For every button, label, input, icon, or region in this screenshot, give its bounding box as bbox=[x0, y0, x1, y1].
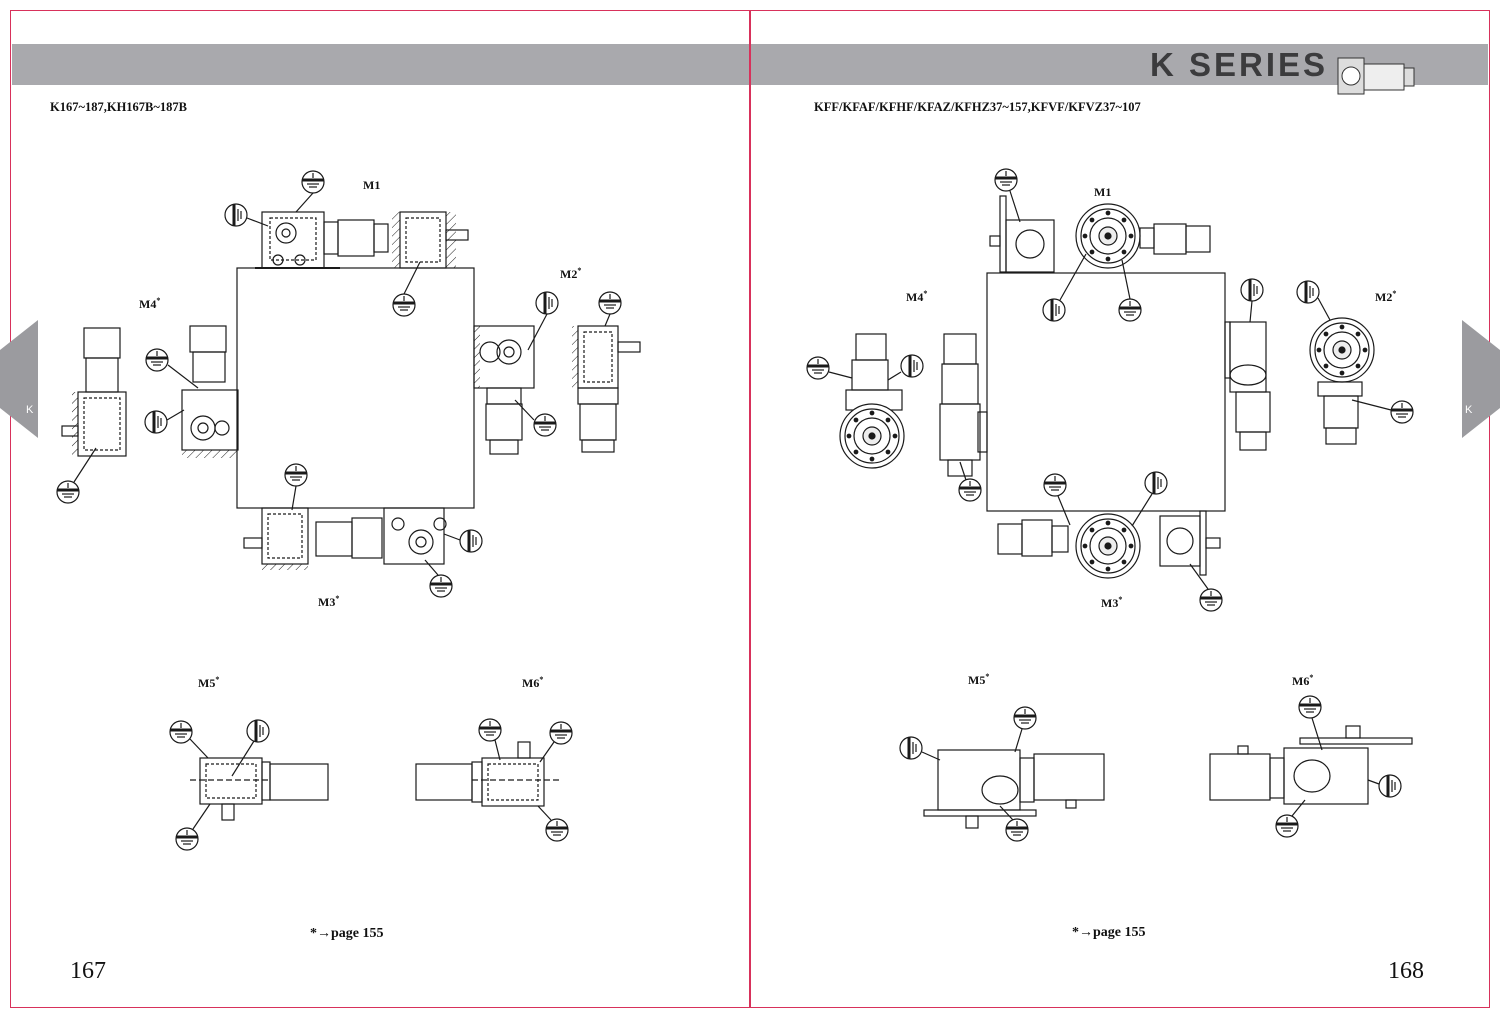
left-center-mounting-surface bbox=[236, 267, 475, 509]
left-model-range: K167~187,KH167B~187B bbox=[50, 100, 187, 114]
left-label-m5: M5* bbox=[198, 675, 220, 690]
left-m6-unit bbox=[415, 741, 560, 807]
right-page-reference: *→page 155 bbox=[1072, 925, 1146, 940]
right-m2-unit bbox=[1224, 317, 1375, 451]
right-label-m2: M2* bbox=[1375, 289, 1397, 304]
right-m6-unit bbox=[1209, 725, 1413, 805]
left-page-reference: *→page 155 bbox=[310, 926, 384, 941]
left-header-band bbox=[12, 44, 749, 85]
right-label-m6: M6* bbox=[1292, 673, 1314, 688]
left-label-m2: M2* bbox=[560, 266, 582, 281]
left-m2-unit bbox=[473, 325, 641, 455]
right-side-tab bbox=[1462, 320, 1500, 438]
header-gear-thumbnail bbox=[1337, 57, 1415, 95]
left-page-frame bbox=[10, 10, 751, 1008]
left-m5-unit bbox=[190, 757, 329, 821]
right-label-m1: M1 bbox=[1094, 185, 1112, 199]
right-m3-unit bbox=[997, 510, 1221, 579]
right-m1-unit bbox=[989, 195, 1211, 273]
left-m3-unit bbox=[243, 507, 447, 570]
left-label-m1: M1 bbox=[363, 178, 381, 192]
right-center-mounting-surface bbox=[986, 272, 1226, 512]
right-page-frame bbox=[749, 10, 1490, 1008]
right-side-tab-label: K bbox=[1465, 404, 1473, 416]
right-page-number: 168 bbox=[1388, 958, 1424, 984]
right-label-m4: M4* bbox=[906, 289, 928, 304]
left-m1-unit bbox=[255, 211, 469, 269]
right-label-m5: M5* bbox=[968, 672, 990, 687]
right-label-m3: M3* bbox=[1101, 595, 1123, 610]
left-m4-unit bbox=[61, 325, 239, 458]
series-title: K SERIES bbox=[1150, 46, 1329, 83]
left-page-number: 167 bbox=[70, 958, 106, 984]
left-label-m4: M4* bbox=[139, 296, 161, 311]
right-m4-unit bbox=[839, 333, 988, 477]
right-model-range: KFF/KFAF/KFHF/KFAZ/KFHZ37~157,KFVF/KFVZ3… bbox=[814, 100, 1141, 114]
left-label-m3: M3* bbox=[318, 594, 340, 609]
left-label-m6: M6* bbox=[522, 675, 544, 690]
left-side-tab bbox=[0, 320, 38, 438]
left-side-tab-label: K bbox=[26, 404, 34, 416]
right-m5-unit bbox=[923, 749, 1105, 829]
